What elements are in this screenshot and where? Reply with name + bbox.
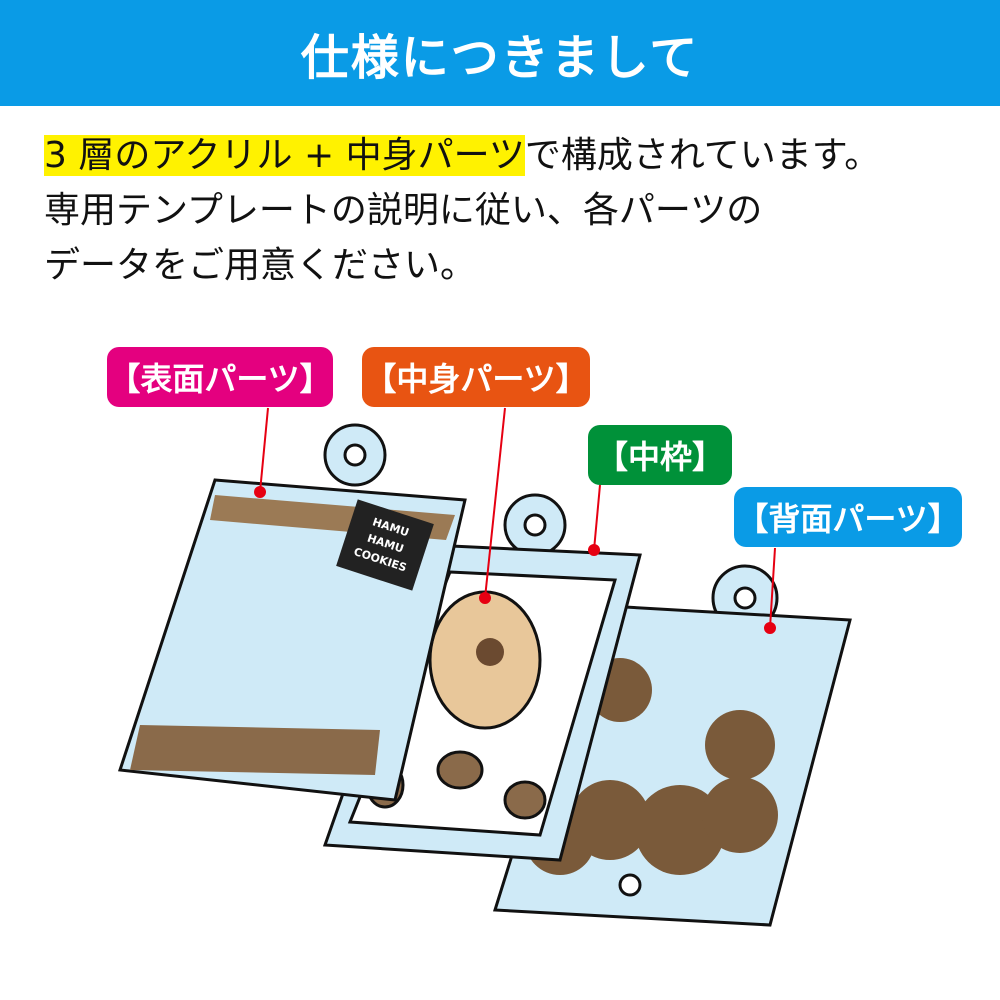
label-back-part: 【背面パーツ】 (734, 487, 962, 547)
header-banner: 仕様につきまして (0, 0, 1000, 106)
description: 3 層のアクリル + 中身パーツで構成されています。 専用テンプレートの説明に従… (44, 128, 880, 293)
cookie-tag: HAMU HAMU COOKIES (336, 499, 434, 591)
label-front-part: 【表面パーツ】 (107, 347, 333, 407)
front-bottom-stripe (130, 725, 380, 775)
leader-lines (254, 407, 776, 634)
description-line3: データをご用意ください。 (44, 245, 477, 286)
description-line1: で構成されています。 (524, 135, 881, 176)
label-contents-part: 【中身パーツ】 (362, 347, 590, 407)
label-middle-frame: 【中枠】 (588, 425, 732, 485)
page-title: 仕様につきまして (300, 30, 700, 86)
description-line2: 専用テンプレートの説明に従い、各パーツの (44, 190, 763, 231)
highlight-text: 3 層のアクリル + 中身パーツ (44, 135, 525, 176)
